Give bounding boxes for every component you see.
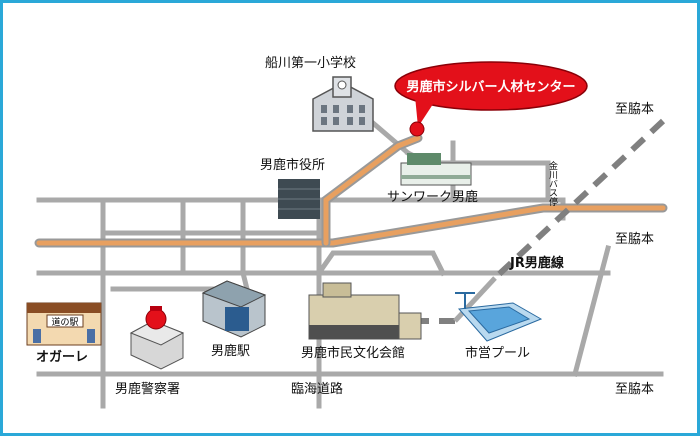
- jr-rail-line: [418, 118, 666, 324]
- route-line: [34, 133, 668, 248]
- city-hall-icon: [278, 179, 320, 219]
- bunka-kaikan-icon: [308, 282, 422, 340]
- silver-center-callout: 男鹿市シルバー人材センター: [394, 61, 588, 137]
- road-network: [36, 119, 664, 409]
- pool-label: 市営プール: [465, 345, 530, 361]
- map-canvas: 男鹿市シルバー人材センター 道の駅 船川第一小学校 男鹿市役所 サ: [26, 55, 668, 409]
- school-icon: [312, 76, 374, 132]
- school-label: 船川第一小学校: [265, 55, 356, 71]
- to-wakimoto-bottom-label: 至脇本: [615, 382, 654, 397]
- city-hall-label: 男鹿市役所: [260, 157, 325, 173]
- rinkai-road-label: 臨海道路: [291, 381, 343, 397]
- pool-icon: [455, 292, 543, 342]
- station-label: 男鹿駅: [211, 343, 250, 359]
- bus-stop-label: 金川バス停: [547, 160, 558, 207]
- sunwork-label: サンワーク男鹿: [387, 189, 478, 205]
- sunwork-building-icon: [400, 153, 472, 186]
- jr-line-label: JR男鹿線: [509, 255, 565, 271]
- to-wakimoto-mid-label: 至脇本: [615, 232, 654, 247]
- station-icon: [201, 280, 267, 338]
- roadside-station-icon: 道の駅: [26, 302, 102, 346]
- to-wakimoto-top-label: 至脇本: [615, 102, 654, 117]
- police-station-icon: [129, 306, 185, 370]
- police-label: 男鹿警察署: [115, 381, 180, 397]
- roadside-station-sign-label: 道の駅: [51, 316, 78, 328]
- bunka-kaikan-label: 男鹿市民文化会館: [301, 345, 405, 361]
- callout-label: 男鹿市シルバー人材センター: [406, 79, 575, 95]
- roadside-station-label: オガーレ: [36, 350, 88, 365]
